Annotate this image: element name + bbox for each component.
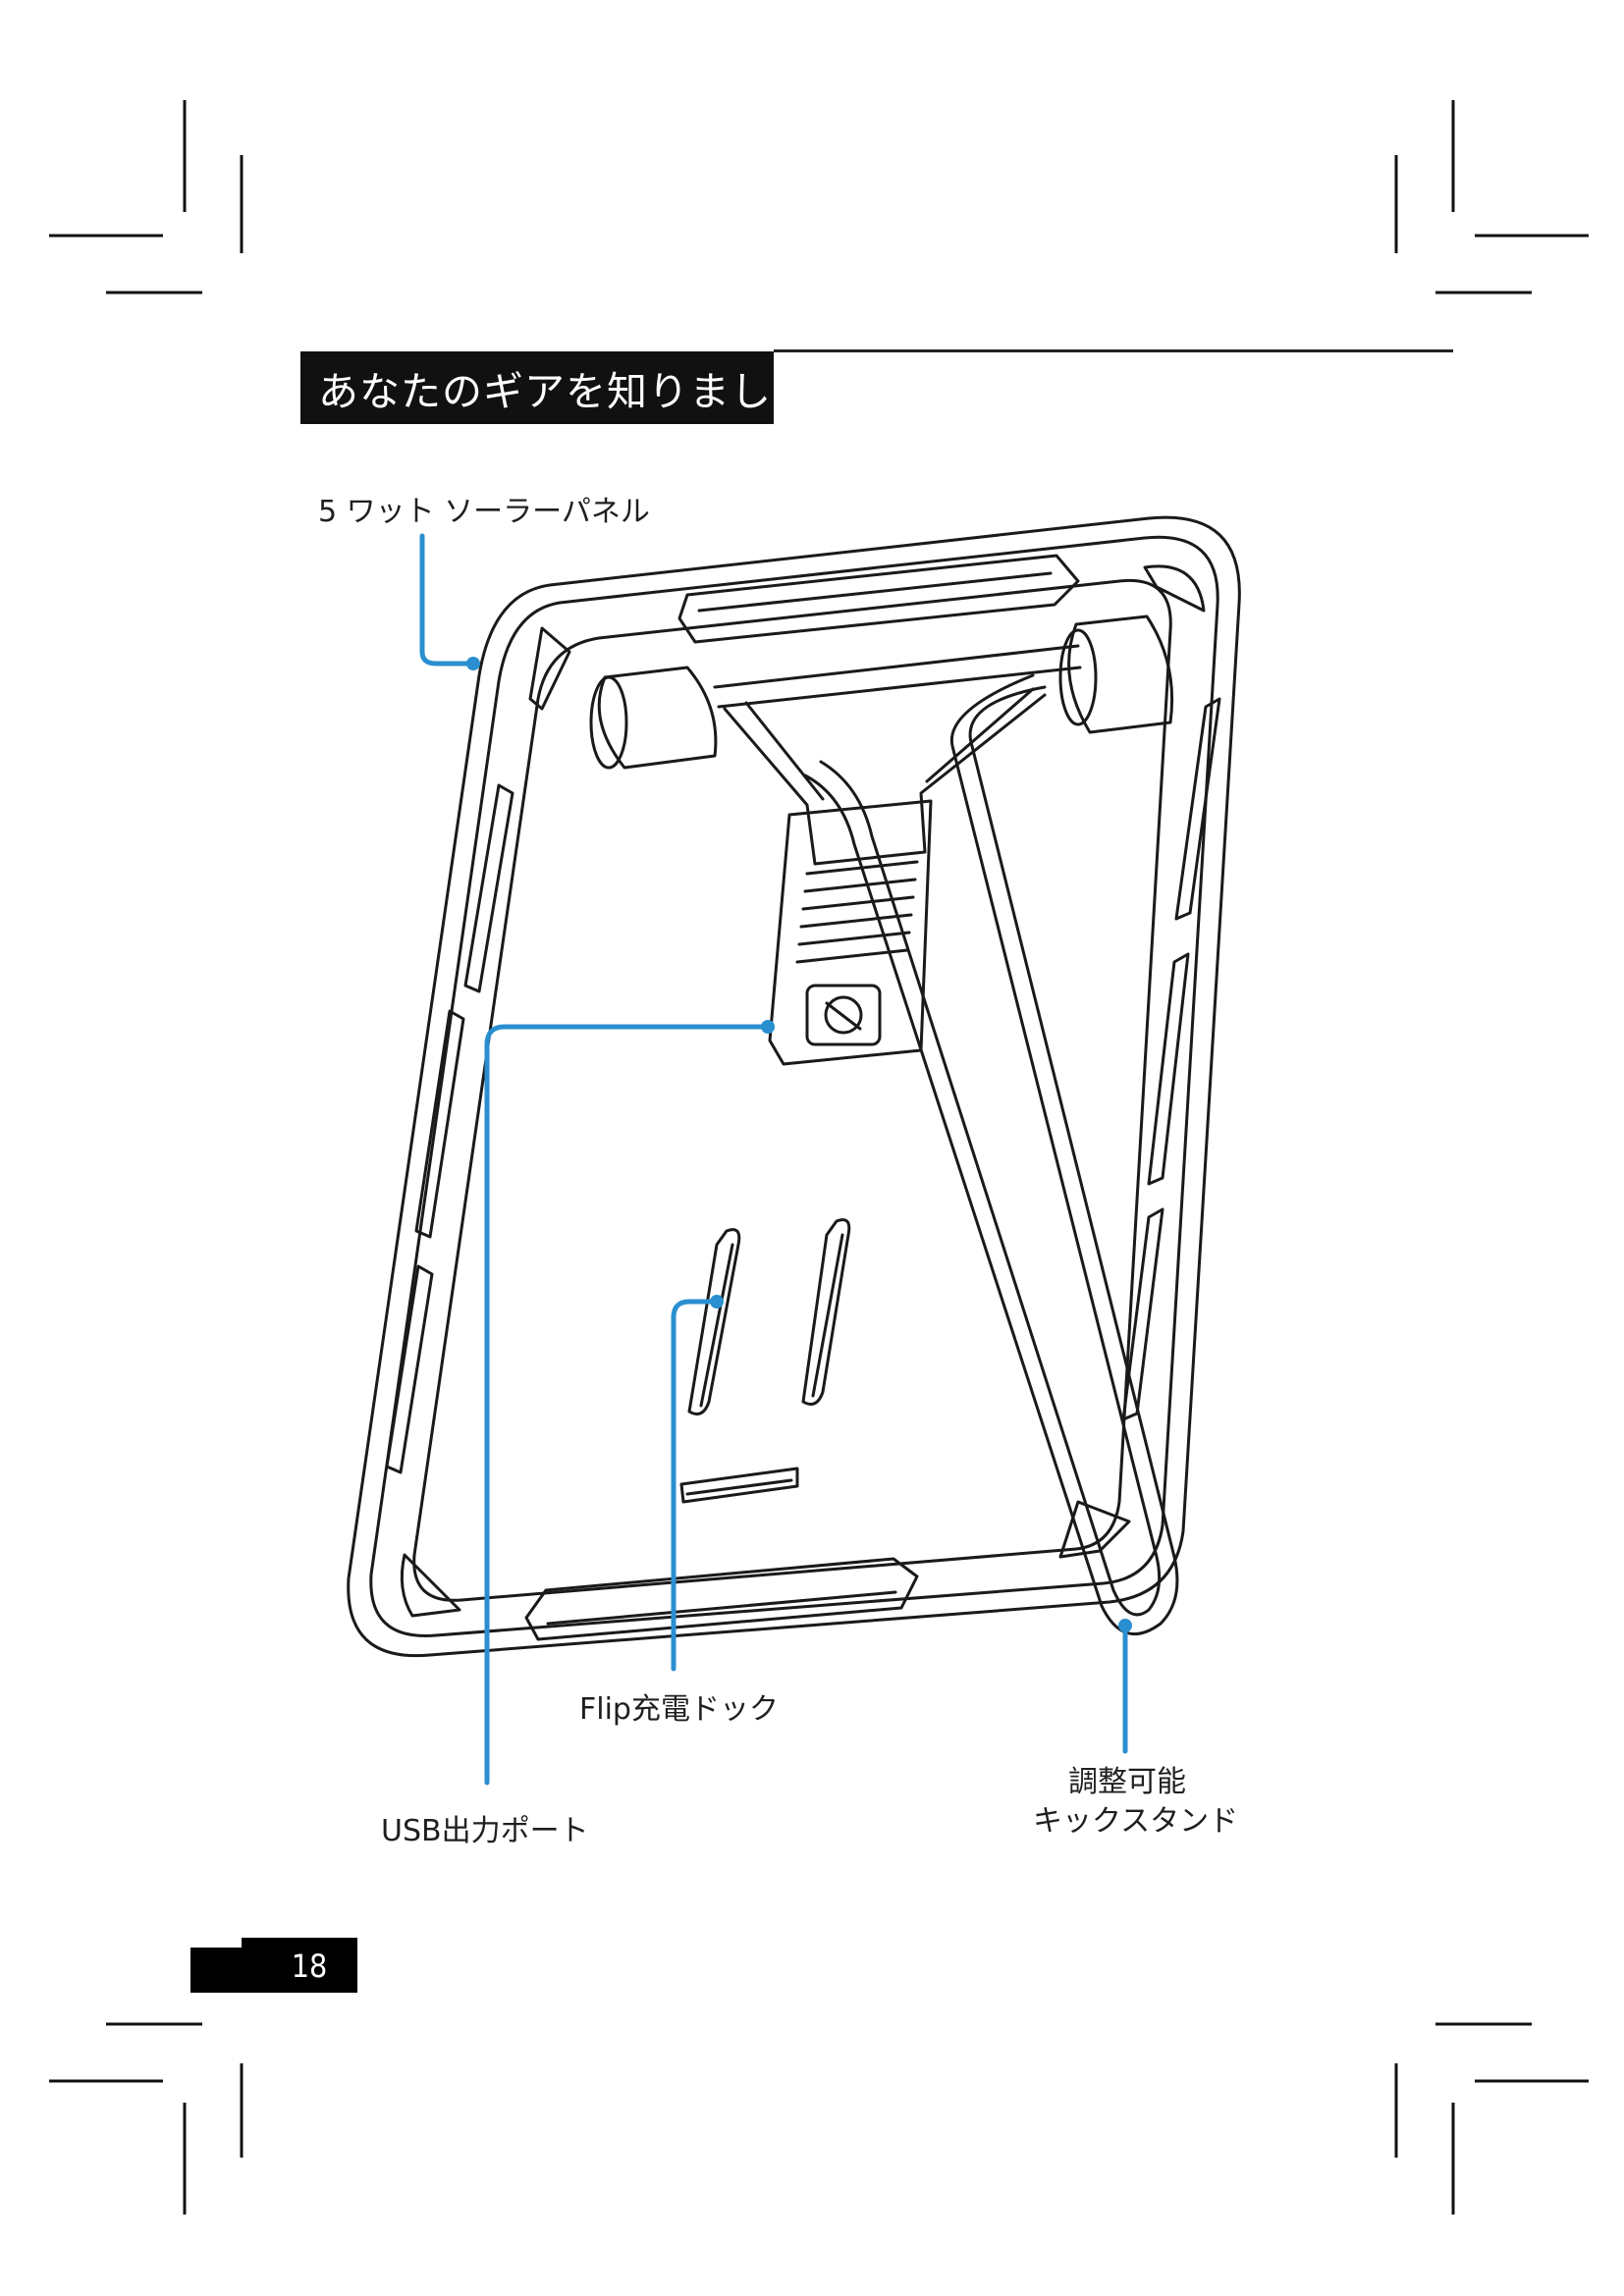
- callout-label-solar-panel: 5 ワット ソーラーパネル: [318, 495, 650, 529]
- callout-line-solar: [419, 533, 476, 667]
- page-number: 18: [291, 1948, 328, 1985]
- page-number-tab: [190, 1938, 242, 1948]
- left-slot-3: [385, 1264, 434, 1474]
- callout-label-flip-dock: Flip充電ドック: [579, 1692, 779, 1727]
- kickstand-wire: [803, 685, 1179, 1636]
- bottom-handle-slot: [524, 1557, 919, 1641]
- dock-slot-left: [687, 1228, 741, 1415]
- right-slot-2: [1147, 952, 1190, 1186]
- callout-line-dock: [671, 1299, 720, 1672]
- right-slot-3: [1121, 1207, 1164, 1421]
- panel-outer-frame: [347, 515, 1241, 1658]
- callout-line-usb: [484, 1024, 771, 1786]
- vent-grille: [679, 1467, 799, 1504]
- panel-inner-frame: [369, 535, 1219, 1637]
- left-slot-1: [463, 783, 514, 993]
- dock-slot-right: [801, 1218, 851, 1406]
- panel-inset: [412, 578, 1172, 1602]
- corner-notch-tr: [1143, 564, 1206, 613]
- callout-dot-dock: [710, 1295, 724, 1308]
- callout-dot-kickstand: [1118, 1619, 1132, 1632]
- callout-label-usb-port: USB出力ポート: [381, 1814, 589, 1848]
- section-title: あなたのギアを知りましょう: [318, 368, 774, 415]
- callout-label-kickstand-line1: 調整可能: [1068, 1765, 1186, 1799]
- left-hinge: [597, 666, 718, 770]
- logo-plate: [805, 984, 882, 1046]
- corner-notch-tl: [528, 626, 571, 711]
- title-rule: [774, 349, 1453, 352]
- section-title-bar: あなたのギアを知りましょう: [300, 351, 774, 424]
- top-handle-slot: [677, 554, 1080, 644]
- center-bracket: [723, 693, 1047, 866]
- callout-dot-usb: [761, 1020, 775, 1034]
- left-slot-2: [414, 1009, 465, 1239]
- usb-module: [768, 799, 933, 1066]
- callout-dot-solar: [466, 657, 480, 670]
- right-slot-1: [1174, 697, 1221, 921]
- right-hinge: [1067, 614, 1174, 734]
- corner-notch-bl: [400, 1553, 461, 1618]
- callout-label-kickstand-line2: キックスタンド: [1033, 1804, 1239, 1839]
